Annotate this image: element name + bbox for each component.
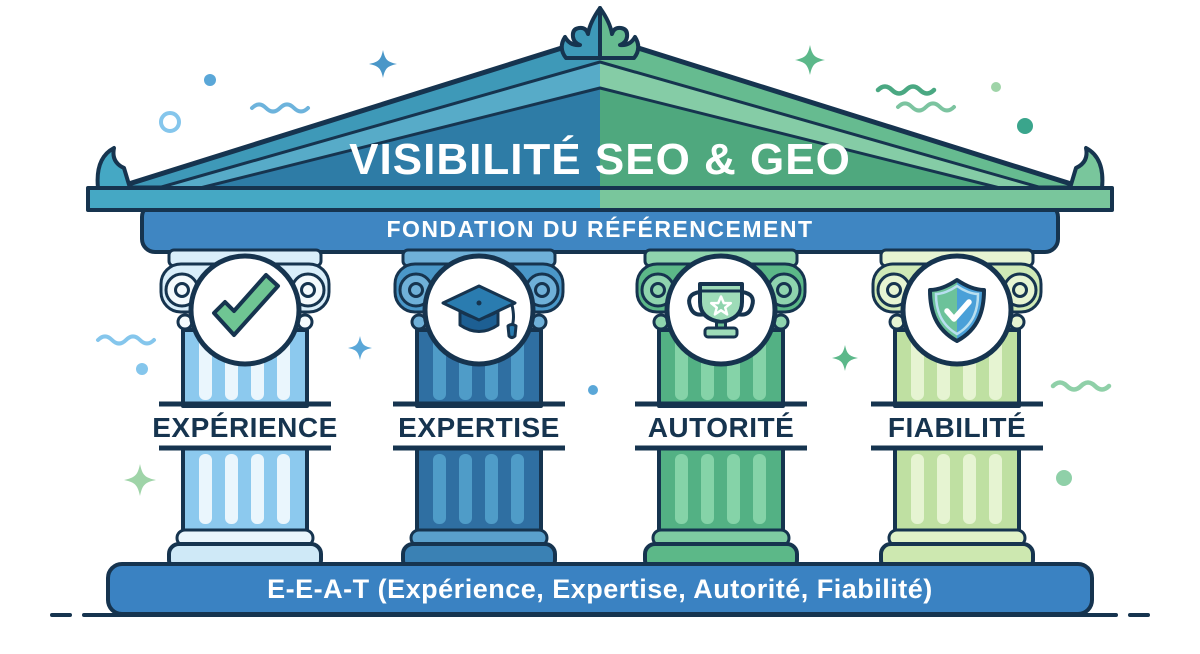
base-caption: E-E-A-T (Expérience, Expertise, Autorité… (267, 574, 933, 604)
sparkle-decoration (795, 45, 825, 75)
trophy-icon (687, 282, 755, 339)
dot-decoration (588, 385, 598, 395)
pillar-experience: EXPÉRIENCE (152, 248, 338, 572)
page-title: VISIBILITÉ SEO & GEO (349, 134, 851, 184)
check-icon (212, 273, 280, 337)
shield-check-icon (928, 278, 986, 343)
pillar-autorite: AUTORITÉ (635, 248, 807, 572)
pillar-label-fiabilite: FIABILITÉ (888, 412, 1026, 443)
dot-decoration (136, 363, 148, 375)
pediment: VISIBILITÉ SEO & GEO FONDATION DU RÉFÉRE… (86, 6, 1114, 242)
sparkle-decoration (832, 345, 858, 371)
dot-decoration (204, 74, 216, 86)
squiggle-decoration (1053, 383, 1109, 390)
squiggle-decoration (896, 101, 956, 113)
decorations (96, 45, 1109, 496)
dot-decoration (1017, 118, 1033, 134)
dot-decoration (1056, 470, 1072, 486)
sparkle-decoration (348, 336, 372, 360)
graduation-cap-icon (441, 284, 518, 339)
sparkle-decoration (124, 464, 156, 496)
cornice (86, 186, 1114, 212)
pillar-label-autorite: AUTORITÉ (648, 412, 795, 443)
finial-ornament (559, 6, 641, 60)
sparkle-decoration (369, 50, 397, 78)
pillar-label-expertise: EXPERTISE (398, 412, 560, 443)
pillar-expertise: EXPERTISE (393, 248, 565, 572)
left-acroterion (95, 146, 132, 190)
right-acroterion (1068, 146, 1105, 190)
squiggle-decoration (96, 334, 156, 346)
squiggle-decoration (250, 102, 310, 114)
base-bar: E-E-A-T (Expérience, Expertise, Autorité… (106, 562, 1094, 616)
page-subtitle: FONDATION DU RÉFÉRENCEMENT (386, 215, 813, 242)
pillar-label-experience: EXPÉRIENCE (152, 412, 338, 443)
squiggle-decoration (878, 87, 934, 94)
pillar-fiabilite: FIABILITÉ (871, 248, 1043, 572)
ring-decoration (159, 111, 181, 133)
dot-decoration (991, 82, 1001, 92)
